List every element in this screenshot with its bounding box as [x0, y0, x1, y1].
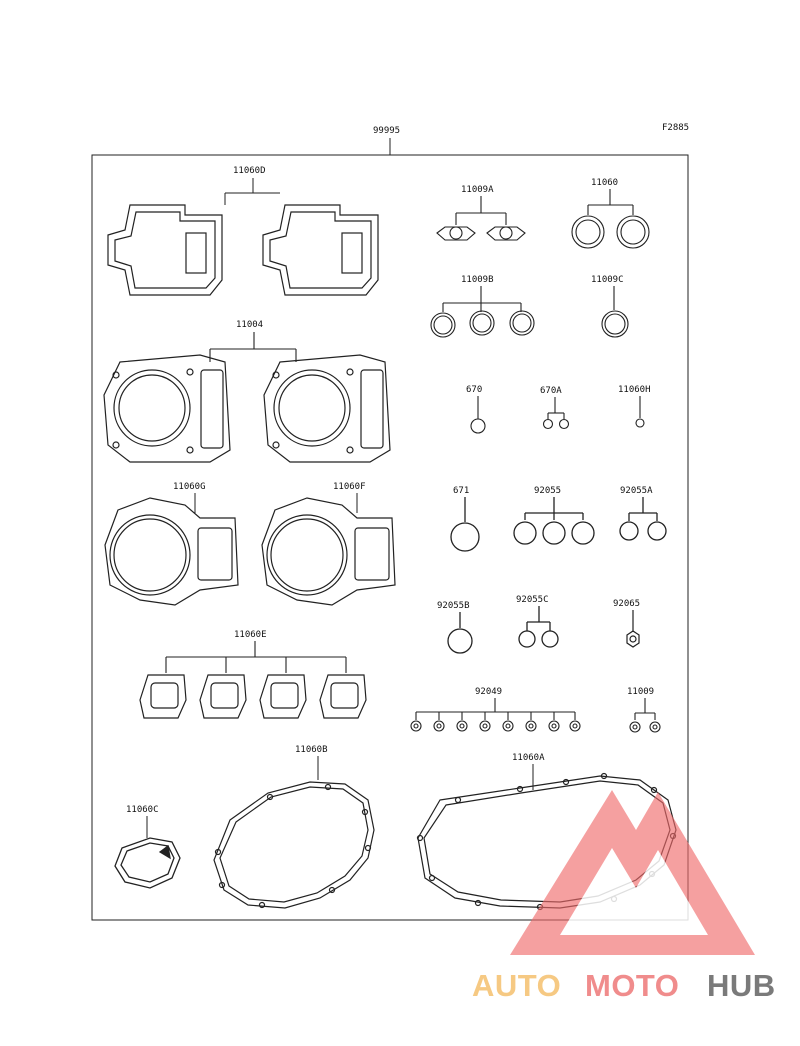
cylinder-head-gasket	[103, 354, 231, 463]
part-11060H: 11060H	[618, 385, 651, 428]
kit-frame	[91, 138, 689, 921]
exhaust-gasket	[486, 226, 526, 241]
part-92055B: 92055B	[437, 601, 473, 654]
part-92065: 92065	[613, 599, 640, 648]
part-label: 92049	[475, 687, 502, 697]
part-label: 92055B	[437, 601, 470, 611]
cylinder-head-gasket	[263, 354, 391, 463]
part-11009: 11009	[627, 687, 661, 733]
part-label: 11060D	[233, 166, 266, 176]
intake-gasket	[319, 674, 367, 719]
part-11060: 11060	[571, 178, 650, 249]
part-label: 11060H	[618, 385, 651, 395]
part-11060G: 11060G	[104, 482, 239, 606]
part-label: 11060E	[234, 630, 267, 640]
part-11060C: 11060C	[114, 805, 181, 889]
intake-gasket	[199, 674, 247, 719]
small-cover-gasket	[114, 837, 181, 889]
part-label: 92055	[534, 486, 561, 496]
part-11009C: 11009C	[591, 275, 629, 338]
figure-code: F2885	[662, 123, 689, 133]
part-label: 11009A	[461, 185, 494, 195]
part-11060E: 11060E	[139, 630, 367, 719]
part-label: 671	[453, 486, 469, 496]
part-label: 11060B	[295, 745, 328, 755]
part-11060B: 11060B	[213, 745, 375, 909]
part-92055A: 92055A	[619, 486, 667, 541]
watermark-text-auto: AUTO	[472, 968, 561, 1003]
part-670: 670	[466, 385, 486, 434]
clutch-cover-gasket	[213, 781, 375, 909]
head-cover-gasket	[107, 204, 223, 296]
part-label: 11060F	[333, 482, 366, 492]
part-11060D: 11060D	[107, 166, 379, 296]
cylinder-base-gasket	[104, 497, 239, 606]
part-label: 92065	[613, 599, 640, 609]
part-label: 11060C	[126, 805, 159, 815]
part-11004: 11004	[103, 320, 391, 463]
part-label: 11060	[591, 178, 618, 188]
part-label: 92055A	[620, 486, 653, 496]
part-92055: 92055	[513, 486, 595, 545]
part-11009A: 11009A	[436, 185, 526, 241]
watermark-text-hub: HUB	[707, 968, 776, 1003]
watermark: AUTO MOTO HUB	[472, 790, 776, 1003]
kit-part-number: 99995	[373, 126, 400, 136]
cylinder-base-gasket	[261, 497, 396, 606]
part-92055C: 92055C	[516, 595, 559, 648]
part-11009B: 11009B	[430, 275, 535, 338]
head-cover-gasket	[262, 204, 379, 296]
part-label: 11009C	[591, 275, 624, 285]
part-671: 671	[450, 486, 480, 552]
part-label: 11060G	[173, 482, 206, 492]
part-label: 670	[466, 385, 482, 395]
part-label: 11060A	[512, 753, 545, 763]
exhaust-gasket	[436, 226, 476, 241]
watermark-logo	[510, 790, 755, 955]
part-label: 11009	[627, 687, 654, 697]
part-label: 670A	[540, 386, 562, 396]
part-92049: 92049	[410, 687, 581, 732]
intake-gasket	[259, 674, 307, 719]
part-label: 92055C	[516, 595, 549, 605]
part-label: 11004	[236, 320, 263, 330]
part-670A: 670A	[540, 386, 570, 430]
intake-gasket	[139, 674, 187, 719]
part-11060F: 11060F	[261, 482, 396, 606]
watermark-text-moto: MOTO	[585, 968, 679, 1003]
part-label: 11009B	[461, 275, 494, 285]
